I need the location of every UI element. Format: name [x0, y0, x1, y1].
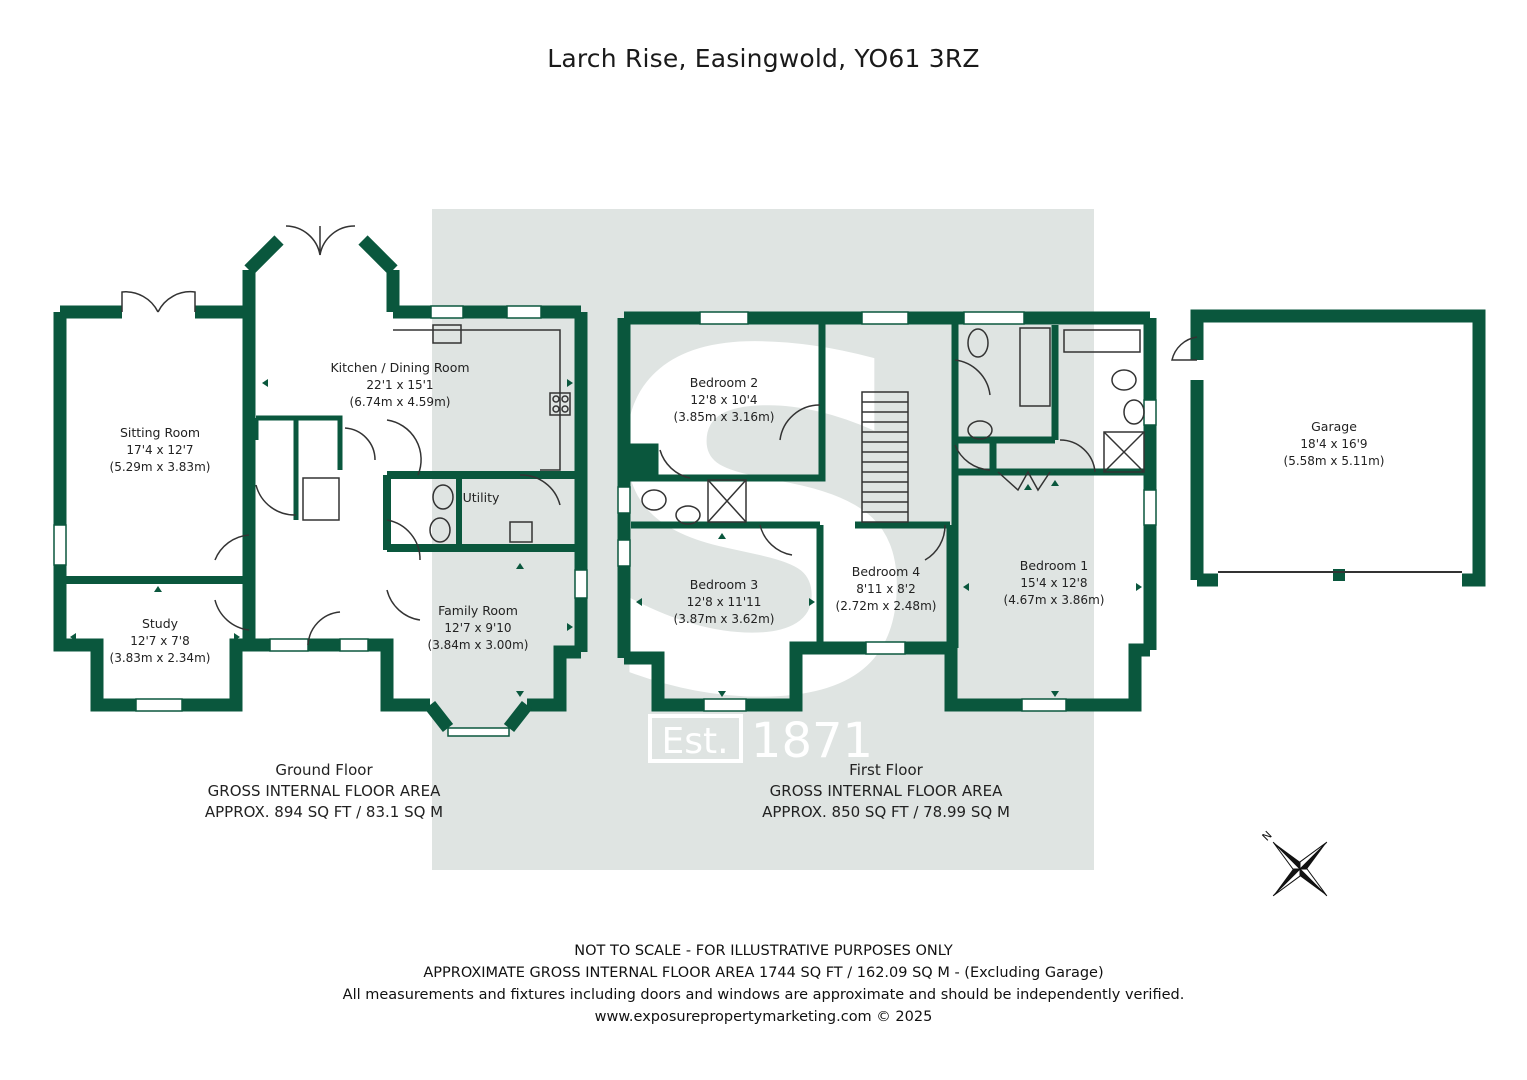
- ground-floor-bays: [244, 235, 533, 733]
- first-floor-windows: [617, 311, 1157, 712]
- room-label-utility: Utility: [463, 490, 500, 505]
- footer-copyright: www.exposurepropertymarketing.com © 2025: [594, 1009, 933, 1025]
- room-label-sitting: Sitting Room 17'4 x 12'7 (5.29m x 3.83m): [110, 425, 211, 474]
- room-dim-imperial: 17'4 x 12'7: [126, 443, 193, 457]
- room-dim-metric: (5.58m x 5.11m): [1284, 454, 1385, 468]
- first-floor-area-label: GROSS INTERNAL FLOOR AREA: [769, 782, 1003, 800]
- room-dim-imperial: 8'11 x 8'2: [856, 582, 916, 596]
- watermark-est-box: [648, 714, 743, 763]
- room-label-bedroom3: Bedroom 3 12'8 x 11'11 (3.87m x 3.62m): [674, 577, 775, 626]
- first-floor-fixtures: [641, 327, 1145, 561]
- room-label-bedroom4: Bedroom 4 8'11 x 8'2 (2.72m x 2.48m): [836, 564, 937, 613]
- footer-scale-note: NOT TO SCALE - FOR ILLUSTRATIVE PURPOSES…: [574, 943, 953, 959]
- room-dim-imperial: 18'4 x 16'9: [1300, 437, 1367, 451]
- first-floor-caption: First Floor GROSS INTERNAL FLOOR AREA AP…: [716, 760, 1056, 823]
- room-name: Family Room: [438, 603, 518, 618]
- room-name: Study: [142, 616, 179, 631]
- room-label-family: Family Room 12'7 x 9'10 (3.84m x 3.00m): [428, 603, 529, 652]
- room-name: Garage: [1311, 419, 1357, 434]
- room-name: Sitting Room: [120, 425, 200, 440]
- room-dim-metric: (5.29m x 3.83m): [110, 460, 211, 474]
- room-dim-metric: (4.67m x 3.86m): [1004, 593, 1105, 607]
- watermark-year: 1871: [751, 713, 873, 769]
- ground-floor-area-label: GROSS INTERNAL FLOOR AREA: [207, 782, 441, 800]
- disclaimer-footer: NOT TO SCALE - FOR ILLUSTRATIVE PURPOSES…: [0, 940, 1527, 1028]
- watermark-est-label: Est.: [661, 721, 728, 762]
- room-dim-imperial: 15'4 x 12'8: [1020, 576, 1087, 590]
- room-dim-metric: (3.85m x 3.16m): [674, 410, 775, 424]
- ground-floor-caption: Ground Floor GROSS INTERNAL FLOOR AREA A…: [174, 760, 474, 823]
- room-label-bedroom1: Bedroom 1 15'4 x 12'8 (4.67m x 3.86m): [1004, 558, 1105, 607]
- compass-north-label: N: [1260, 829, 1275, 844]
- footer-total-area: APPROXIMATE GROSS INTERNAL FLOOR AREA 17…: [423, 965, 1104, 981]
- room-dim-imperial: 12'7 x 7'8: [130, 634, 190, 648]
- first-floor-area: APPROX. 850 SQ FT / 78.99 SQ M: [762, 803, 1010, 821]
- room-name: Bedroom 4: [852, 564, 921, 579]
- room-label-garage: Garage 18'4 x 16'9 (5.58m x 5.11m): [1284, 419, 1385, 468]
- room-dim-imperial: 12'8 x 10'4: [690, 393, 757, 407]
- room-dim-imperial: 12'8 x 11'11: [687, 595, 762, 609]
- room-name: Bedroom 2: [690, 375, 758, 390]
- room-label-bedroom2: Bedroom 2 12'8 x 10'4 (3.85m x 3.16m): [674, 375, 775, 424]
- ground-floor-walls: [53, 270, 588, 712]
- room-name: Kitchen / Dining Room: [330, 360, 469, 375]
- compass-icon: N: [1260, 829, 1328, 897]
- first-floor-name: First Floor: [849, 761, 923, 779]
- ground-floor-area: APPROX. 894 SQ FT / 83.1 SQ M: [204, 803, 444, 821]
- ground-floor-name: Ground Floor: [275, 761, 373, 779]
- room-dim-metric: (6.74m x 4.59m): [350, 395, 451, 409]
- room-name: Bedroom 3: [690, 577, 758, 592]
- room-name: Utility: [463, 490, 500, 505]
- room-label-study: Study 12'7 x 7'8 (3.83m x 2.34m): [110, 616, 211, 665]
- garage-walls: [1190, 309, 1486, 587]
- room-dim-metric: (2.72m x 2.48m): [836, 599, 937, 613]
- room-dim-metric: (3.83m x 2.34m): [110, 651, 211, 665]
- room-dim-imperial: 22'1 x 15'1: [366, 378, 433, 392]
- ground-floor-partitions: [253, 415, 343, 521]
- garage-door: [1171, 336, 1198, 361]
- footer-measurement-note: All measurements and fixtures including …: [342, 987, 1185, 1003]
- property-title: Larch Rise, Easingwold, YO61 3RZ: [547, 44, 980, 73]
- room-name: Bedroom 1: [1020, 558, 1088, 573]
- first-floor-walls: [617, 311, 1157, 712]
- room-dim-metric: (3.84m x 3.00m): [428, 638, 529, 652]
- ground-floor-doors: [121, 225, 571, 646]
- room-dim-metric: (3.87m x 3.62m): [674, 612, 775, 626]
- measurement-arrows: [70, 379, 1142, 697]
- room-label-kitchen: Kitchen / Dining Room 22'1 x 15'1 (6.74m…: [330, 360, 469, 409]
- room-dim-imperial: 12'7 x 9'10: [444, 621, 511, 635]
- ground-floor-windows: [53, 305, 588, 737]
